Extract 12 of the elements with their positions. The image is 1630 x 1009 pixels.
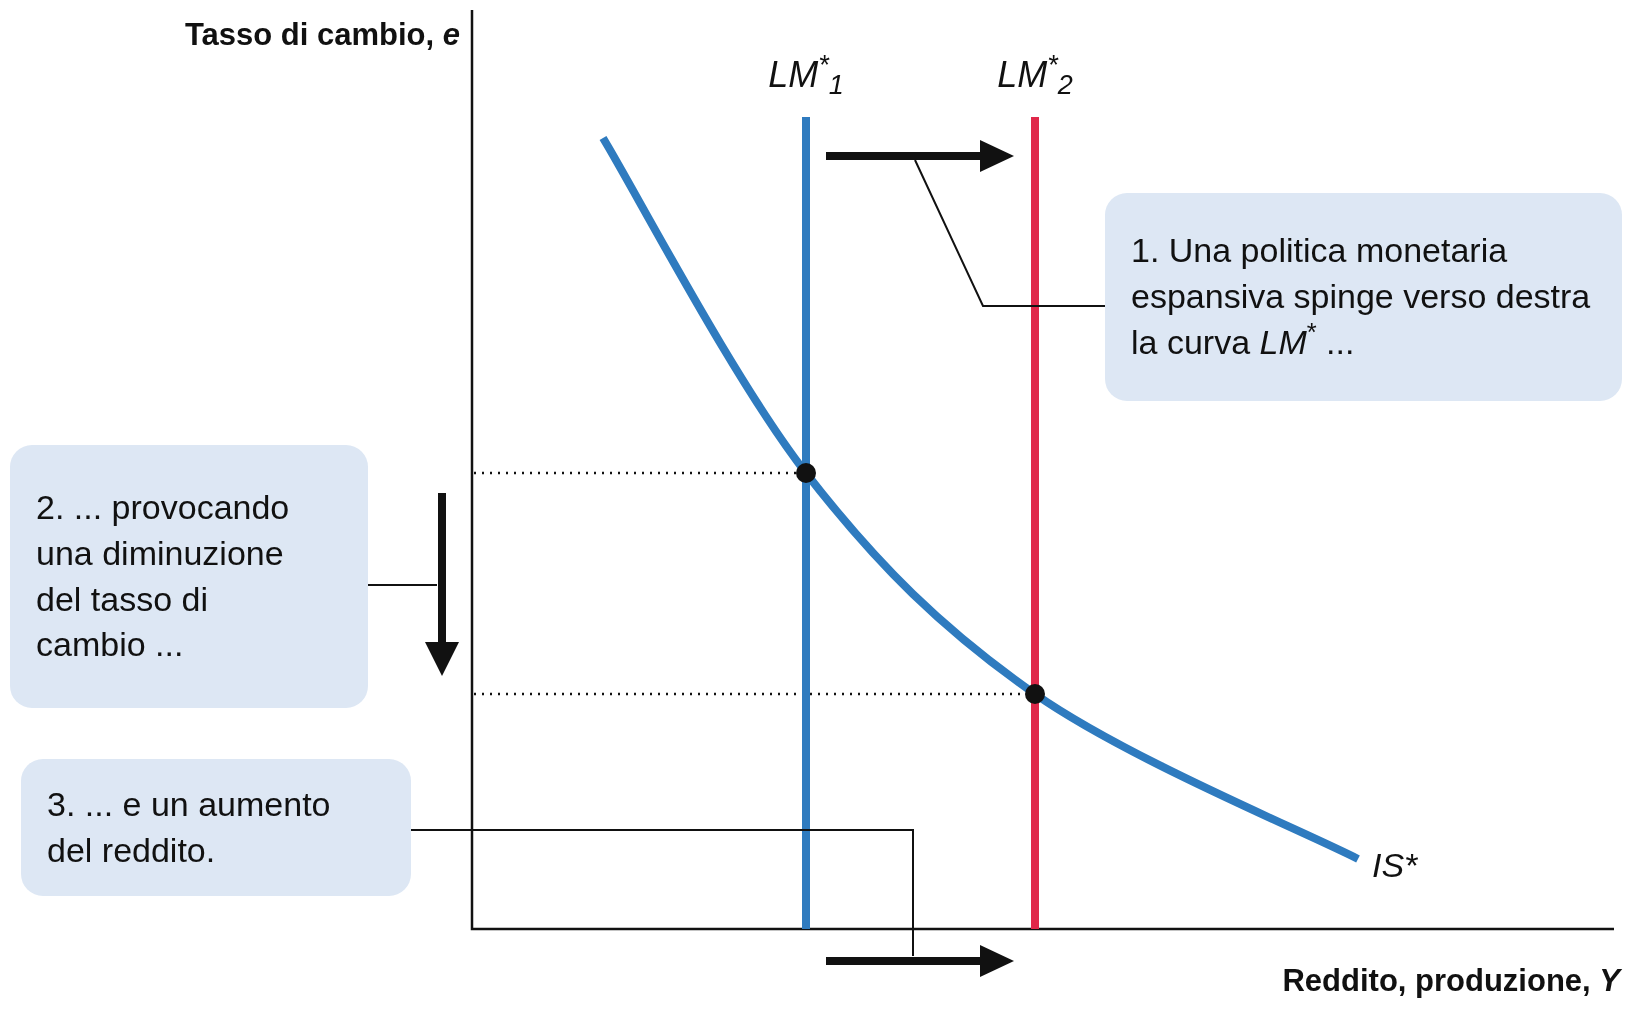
callout-text: 1. Una politica monetaria espansiva spinge verso destra la curva LM$^{*}$ ... xyxy=(1131,230,1592,363)
leader-line xyxy=(410,829,914,957)
axis-label: Tasso di cambio, e xyxy=(183,16,460,54)
leader-line xyxy=(914,159,1106,307)
leader-line xyxy=(367,584,438,586)
callout-text: 2. ... provocando una diminuzione del tasso di cambio ... xyxy=(36,486,291,666)
callout-box xyxy=(10,445,368,708)
callout-box xyxy=(1105,193,1622,401)
axis-label: Reddito, produzione, Y xyxy=(1281,962,1620,1000)
callout-box xyxy=(21,759,411,896)
callout-text: 3. ... e un aumento del reddito. xyxy=(47,783,332,871)
curve-label: IS* xyxy=(1372,845,1419,886)
